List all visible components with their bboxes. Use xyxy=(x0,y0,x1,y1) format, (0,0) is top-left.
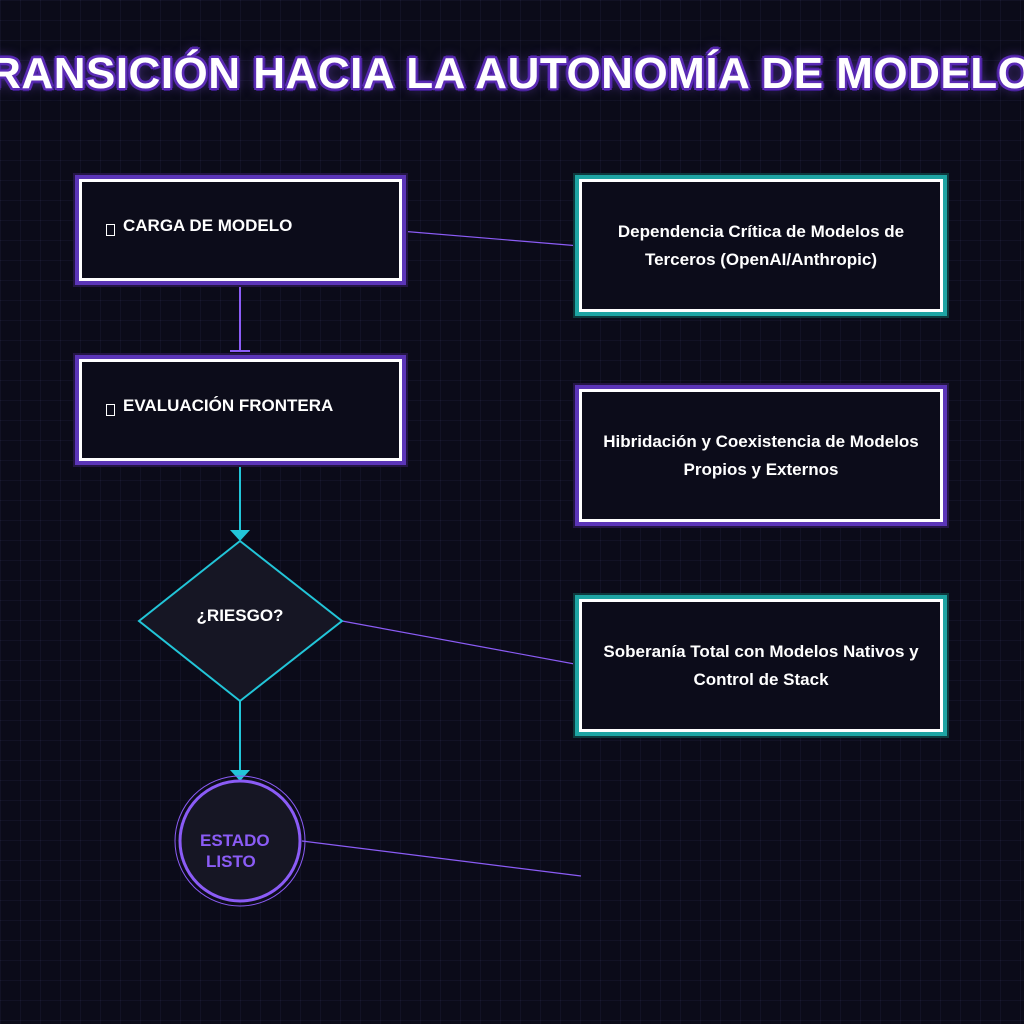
end-state-line2: LISTO xyxy=(206,852,256,871)
diagram-title: TRANSICIÓN HACIA LA AUTONOMÍA DE MODELOS xyxy=(0,49,1024,98)
square-icon xyxy=(106,224,115,236)
link-load-to-state1 xyxy=(399,230,581,247)
state-text: Soberanía Total con Modelos Nativos y Co… xyxy=(603,641,919,689)
state-hybridization[interactable]: Hibridación y Coexistencia de Modelos Pr… xyxy=(575,385,947,526)
state-dependency[interactable]: Dependencia Crítica de Modelos de Tercer… xyxy=(575,175,947,316)
arrow-head-decision xyxy=(230,530,250,541)
state-text: Dependencia Crítica de Modelos de Tercer… xyxy=(617,221,905,269)
end-circle-outer xyxy=(174,775,306,907)
square-icon xyxy=(106,404,115,416)
end-state-line1: ESTADO xyxy=(200,831,270,850)
step-label: CARGA DE MODELO xyxy=(123,216,293,235)
step-frontier-eval[interactable]: EVALUACIÓN FRONTERA xyxy=(75,355,406,465)
end-state-label: ESTADO LISTO xyxy=(200,830,290,872)
step-load-model[interactable]: CARGA DE MODELO xyxy=(75,175,406,285)
link-end-to-offscreen xyxy=(301,840,582,877)
step-label: EVALUACIÓN FRONTERA xyxy=(123,396,334,415)
decision-label: ¿RIESGO? xyxy=(196,606,284,625)
state-sovereignty[interactable]: Soberanía Total con Modelos Nativos y Co… xyxy=(575,595,947,736)
end-circle[interactable] xyxy=(178,779,302,903)
link-decision-to-state3 xyxy=(341,620,581,666)
state-text: Hibridación y Coexistencia de Modelos Pr… xyxy=(603,431,919,479)
